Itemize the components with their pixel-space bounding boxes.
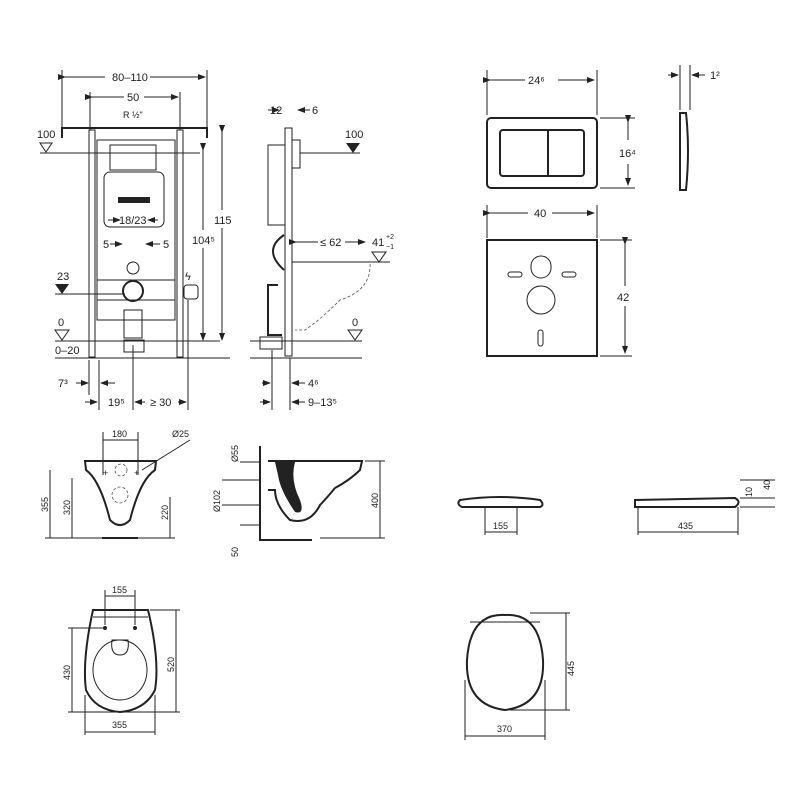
dim-height-bolts-front: 320 [62, 500, 72, 515]
brand-logo [118, 197, 150, 203]
dim-seat-tol-minus: −1 [386, 244, 394, 251]
dim-plate-height: 16⁴ [619, 148, 636, 160]
dim-width-inner: 50 [127, 92, 139, 104]
flush-plate-profile [679, 112, 689, 191]
bolt-mark-left-icon: + [103, 468, 108, 478]
dim-height-total: 115 [214, 215, 232, 227]
dim-plate-thickness: 1² [710, 70, 720, 82]
dim-length-total: 520 [166, 657, 176, 672]
sound-pad-view: 40 42 [483, 205, 632, 357]
dim-bowl-projection: ≤ 62 [320, 237, 341, 249]
dim-height-total-front: 355 [40, 497, 50, 512]
bowl-front-view: 180 Ø25 + + 355 320 220 [40, 429, 191, 539]
dim-plate-width: 24⁶ [528, 75, 545, 87]
dim-seat-top-length: 445 [566, 661, 576, 676]
frame-front-view: 80–110 50 R ½" ϟ 100 23 0 0–20 115 104⁵ … [37, 70, 232, 410]
seat-side-views: 155 435 10 40 [457, 479, 775, 535]
dim-seat-hinge-spacing: 155 [493, 521, 508, 531]
dim-bottom-mid: 19⁵ [108, 397, 125, 409]
dim-bottom-right: ≥ 30 [150, 397, 171, 409]
foot-range-label: 0–20 [55, 345, 79, 357]
water-connection-label: R ½" [123, 110, 143, 120]
dim-width-range: 80–110 [112, 72, 148, 84]
dim-seat-thickness-a: 10 [744, 487, 754, 497]
dim-offset-left: 5 [103, 239, 109, 251]
dim-seat-thickness-b: 40 [762, 480, 772, 490]
dim-bowl-height: 400 [370, 493, 380, 508]
dim-pad-width: 40 [534, 208, 546, 220]
level-floor-label: 0 [58, 317, 64, 329]
dim-pad-height: 42 [617, 292, 629, 304]
dim-inlet-diameter: Ø55 [230, 445, 240, 462]
flush-plate [486, 117, 598, 189]
dim-bolt-spacing-top: 155 [112, 585, 127, 595]
dim-bottom-left: 7³ [58, 378, 68, 390]
seat-top-view: 445 370 [464, 612, 576, 740]
dim-seat-tol-plus: +2 [386, 234, 394, 241]
level-top-label-side: 100 [345, 129, 363, 141]
dim-length-bolts: 430 [62, 665, 72, 680]
dim-depth-b: 6 [312, 105, 318, 117]
dim-bottom-b: 9–13⁵ [308, 397, 337, 409]
dim-outlet-diameter: Ø102 [212, 490, 222, 512]
bowl-top-view: 155 430 520 355 [62, 585, 180, 735]
level-floor-label-side: 0 [352, 317, 358, 329]
dim-bolt-diameter: Ø25 [172, 429, 189, 439]
dim-depth-a: 12 [270, 105, 282, 117]
dim-seat-top-width: 370 [497, 724, 512, 734]
dim-bowl-width: 355 [112, 720, 127, 730]
dim-bolt-spacing: 18/23 [119, 215, 147, 227]
dim-seat-height: 41 [372, 237, 384, 249]
dim-height-drain: 220 [160, 505, 170, 520]
dim-seat-length: 435 [678, 521, 693, 531]
dim-offset-right: 5 [163, 239, 169, 251]
dim-height-bolts: 104⁵ [192, 235, 215, 247]
level-top-label: 100 [37, 129, 55, 141]
bolt-mark-right-icon: + [134, 468, 139, 478]
electrical-icon: ϟ [185, 271, 191, 283]
sound-pad [486, 239, 598, 357]
frame-side-view: 12 6 100 ≤ 62 41 +2 −1 0 4⁶ 9–13⁵ [250, 105, 394, 410]
dim-bottom-a: 4⁶ [308, 378, 319, 390]
dim-bolt-spacing-front: 180 [112, 429, 127, 439]
level-drain-label: 23 [57, 271, 69, 283]
bowl-side-view: Ø55 Ø102 50 400 [212, 445, 385, 557]
dim-bottom-side: 50 [230, 547, 240, 557]
flush-plate-view: 24⁶ 16⁴ 1² [483, 65, 720, 191]
